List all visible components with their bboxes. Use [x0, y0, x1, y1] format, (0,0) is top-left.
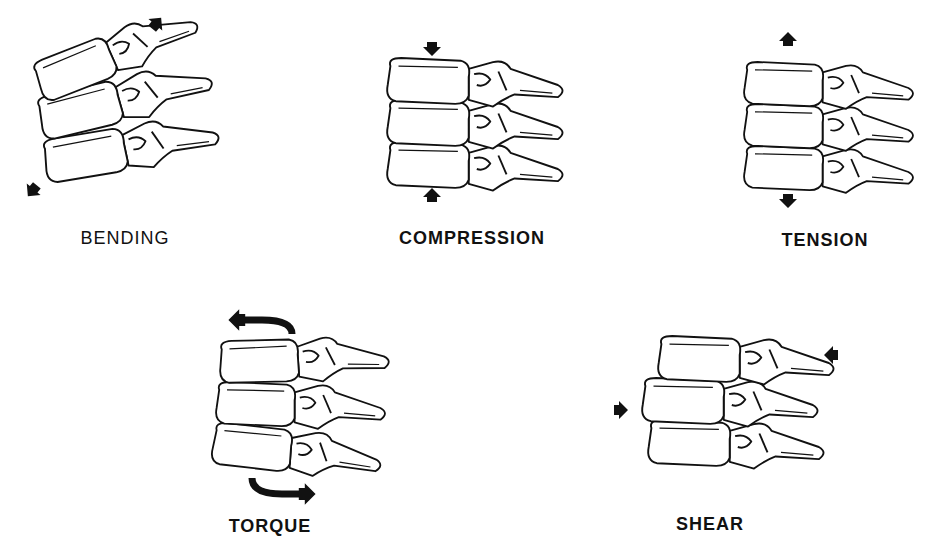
compression-vertebrae: [387, 42, 562, 202]
load-label: COMPRESSION: [399, 228, 545, 248]
load-label: BENDING: [80, 228, 169, 248]
load-label: SHEAR: [676, 514, 744, 534]
shear-vertebrae: [614, 336, 838, 469]
load-label: TENSION: [781, 230, 868, 250]
torque-vertebrae: [211, 309, 390, 505]
tension-vertebrae: [744, 32, 913, 208]
bending-vertebrae: [21, 0, 222, 202]
load-label: TORQUE: [229, 516, 312, 536]
